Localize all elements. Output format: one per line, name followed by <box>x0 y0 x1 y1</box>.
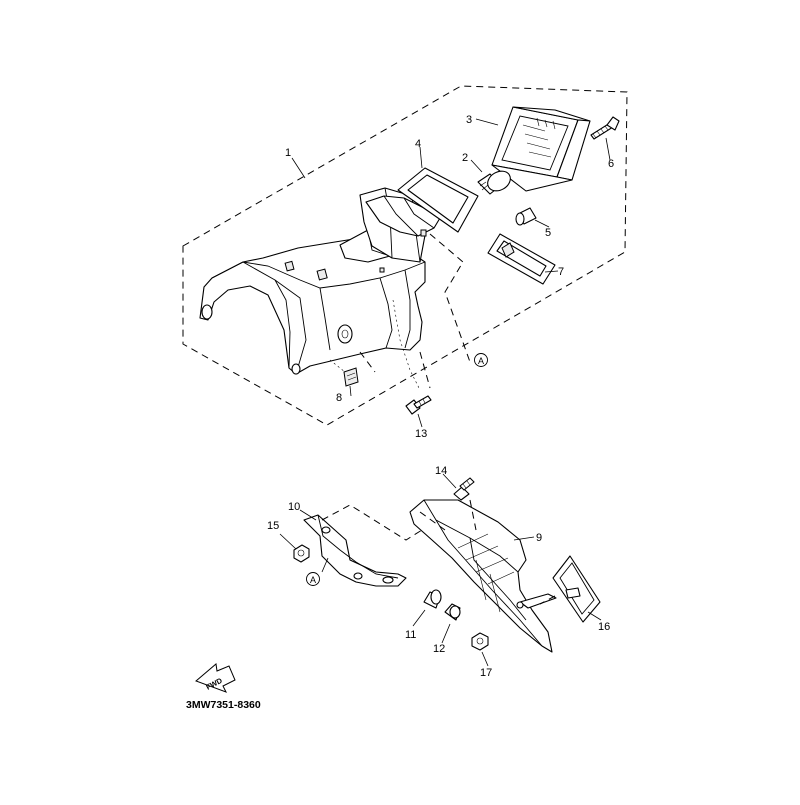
callout-2: 2 <box>462 152 468 164</box>
part-6-screw <box>590 116 620 140</box>
callout-6: 6 <box>608 158 614 170</box>
drawing-code: 3MW7351-8360 <box>186 699 261 711</box>
part-11-grommet <box>423 589 442 609</box>
routing-line <box>329 359 346 373</box>
connector-line <box>419 351 431 389</box>
part-12-grommet <box>444 603 461 621</box>
part-3-tail-lens <box>491 106 591 192</box>
connector-line <box>469 499 477 531</box>
part-1-taillight-housing <box>199 187 441 375</box>
leader-lines-lower <box>279 473 602 667</box>
assembly-boundary <box>182 85 628 426</box>
callout-8: 8 <box>336 392 342 404</box>
callout-5: 5 <box>545 227 551 239</box>
part-14-bolt <box>453 477 475 501</box>
callout-4: 4 <box>415 138 421 150</box>
leader-lines-upper <box>291 118 611 428</box>
reference-mark-a-lower: A <box>306 572 320 586</box>
callout-16: 16 <box>598 621 610 633</box>
part-8-clip <box>343 367 359 387</box>
callout-9: 9 <box>536 532 542 544</box>
connector-line <box>539 595 556 605</box>
part-2-bulb <box>477 170 511 195</box>
callout-14: 14 <box>435 465 447 477</box>
callout-7: 7 <box>558 266 564 278</box>
part-13-bolt <box>405 395 432 415</box>
connector-line <box>429 233 471 363</box>
callout-labels: 1 2 3 4 5 6 7 8 9 10 11 12 13 14 15 16 1… <box>267 114 614 679</box>
callout-3: 3 <box>466 114 472 126</box>
callout-13: 13 <box>415 428 427 440</box>
callout-1: 1 <box>285 147 291 159</box>
callout-11: 11 <box>405 629 416 641</box>
part-4-gasket <box>397 167 479 233</box>
callout-17: 17 <box>480 667 492 679</box>
reference-mark-a-upper: A <box>474 353 488 367</box>
part-16-plate-light <box>552 555 601 623</box>
connector-line <box>321 504 423 541</box>
part-10-bracket <box>303 514 407 587</box>
callout-10: 10 <box>288 501 300 513</box>
part-5-grommet <box>515 207 537 226</box>
svg-text:A: A <box>478 356 484 366</box>
svg-text:A: A <box>310 575 316 585</box>
connector-line <box>359 351 376 373</box>
part-7-license-light-gasket <box>487 233 556 285</box>
part-15-nut <box>293 544 310 563</box>
part-17-nut <box>471 632 489 651</box>
routing-line <box>392 299 421 391</box>
fwd-arrow-icon: FWD <box>195 663 236 693</box>
callout-15: 15 <box>267 520 279 532</box>
part-9-license-bracket <box>409 499 557 653</box>
callout-12: 12 <box>433 643 445 655</box>
